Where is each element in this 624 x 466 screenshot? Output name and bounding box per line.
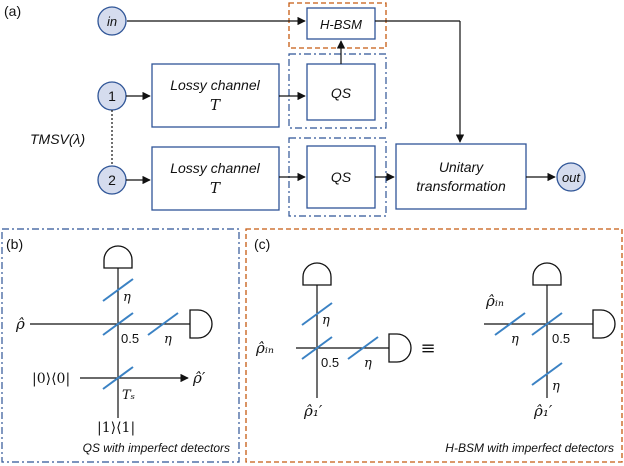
b-bs-ratio: 0.5 (121, 331, 139, 346)
lossy-bottom-T: T (210, 179, 221, 197)
c-right-top-detector-icon (532, 262, 562, 286)
c-right-rho-in: ρ̂ᵢₙ (485, 292, 504, 310)
hbsm-box: H-BSM (306, 7, 376, 40)
c-left-eta-top-splitter (301, 302, 333, 326)
c-equivalence-sign: ≡ (420, 338, 435, 359)
c-right-bs: 0.5 (552, 331, 570, 346)
c-left-rho-in: ρ̂ᵢₙ (255, 339, 274, 357)
qs-top-group-outline (288, 53, 387, 129)
b-caption: QS with imperfect detectors (83, 441, 230, 455)
panel-a-label: (a) (4, 3, 21, 19)
node-out-label: out (562, 170, 581, 185)
b-eta-top: η (123, 290, 131, 305)
lossy-top-T: T (210, 96, 221, 114)
node-2: 2 (97, 165, 127, 195)
c-left-main-splitter (301, 336, 333, 360)
qs-bottom-box: QS (306, 145, 376, 209)
b-main-splitter (102, 312, 134, 336)
qs-bottom-label: QS (331, 169, 352, 185)
c-caption: H-BSM with imperfect detectors (445, 441, 614, 455)
b-right-detector-icon (189, 309, 213, 339)
c-left-eta-right-splitter (347, 336, 379, 360)
c-right-right-detector-icon (592, 309, 616, 339)
b-ket1: |1⟩⟨1| (97, 420, 135, 436)
panel-c-frame (245, 228, 623, 463)
lossy-channel-bottom: Lossy channel T (151, 146, 280, 211)
panel-b-frame (1, 228, 240, 463)
b-top-detector-icon (103, 245, 133, 269)
node-2-label: 2 (108, 172, 116, 188)
b-ket0: |0⟩⟨0| (32, 371, 70, 387)
node-out: out (556, 162, 586, 192)
lossy-top-title: Lossy channel (170, 77, 260, 93)
c-left-eta-top: η (322, 313, 330, 328)
lossy-bottom-title: Lossy channel (170, 160, 260, 176)
panel-c-label: (c) (254, 236, 270, 252)
b-eta-right: η (164, 332, 172, 347)
c-right-eta-left: η (511, 332, 519, 347)
c-right-rho1: ρ̂₁′ (533, 402, 553, 420)
unitary-title-2: transformation (416, 178, 506, 194)
lossy-channel-top: Lossy channel T (151, 63, 280, 128)
qs-top-box: QS (306, 63, 376, 121)
c-left-top-detector-icon (302, 262, 332, 286)
node-in-label: in (107, 14, 117, 29)
b-eta-right-splitter (147, 312, 179, 336)
b-ts-splitter (102, 366, 134, 390)
panel-b-label: (b) (6, 236, 23, 252)
c-right-main-splitter (531, 312, 563, 336)
node-in: in (97, 6, 127, 36)
b-eta-top-splitter (102, 278, 134, 302)
c-left-eta-right: η (364, 356, 372, 371)
hbsm-label: H-BSM (320, 17, 362, 32)
hbsm-group-outline (288, 2, 387, 49)
c-right-eta-bottom: η (552, 379, 560, 394)
tmsv-label: TMSV(λ) (30, 131, 85, 147)
b-ts: Tₛ (122, 388, 135, 403)
node-1: 1 (97, 81, 127, 111)
qs-top-label: QS (331, 85, 352, 101)
unitary-box: Unitary transformation (395, 143, 527, 210)
unitary-title-1: Unitary (439, 159, 484, 175)
c-left-bs: 0.5 (321, 355, 339, 370)
c-left-rho1: ρ̂₁′ (303, 402, 323, 420)
b-rho-in: ρ̂ (15, 315, 25, 333)
c-right-eta-bottom-splitter (531, 362, 563, 386)
b-rho-out: ρ̂′ (192, 369, 206, 387)
c-right-eta-left-splitter (494, 312, 526, 336)
c-left-right-detector-icon (388, 333, 412, 363)
node-1-label: 1 (108, 88, 116, 104)
